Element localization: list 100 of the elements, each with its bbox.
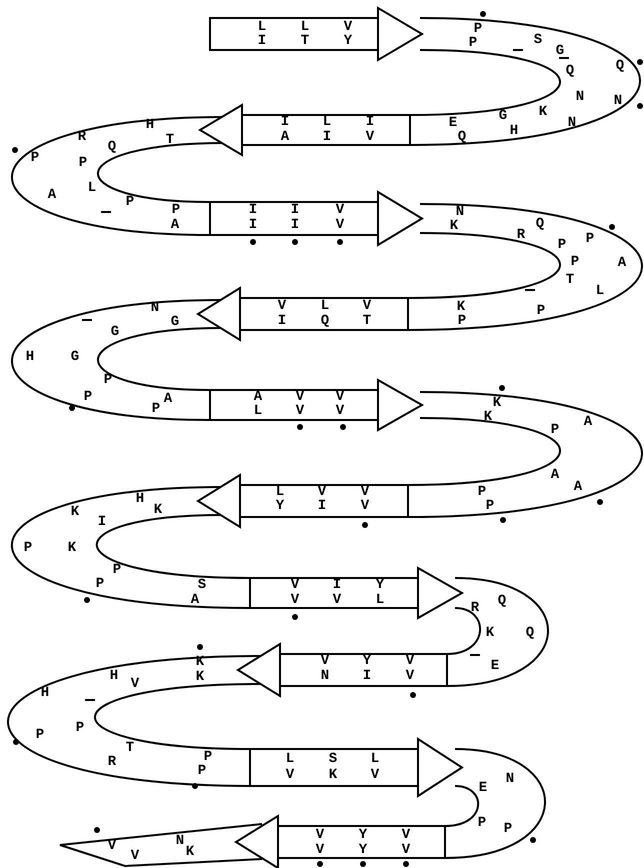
residue-letter: I (98, 515, 106, 529)
residue-letter: T (362, 314, 372, 328)
residue-letter: L (286, 752, 294, 766)
residue-letter: N (576, 90, 584, 104)
residue-letter: V (320, 654, 330, 668)
residue-letter: I (278, 314, 286, 328)
residue-letter: I (290, 218, 300, 232)
residue-letter: P (76, 721, 84, 735)
residue-letter: P (474, 22, 482, 36)
residue-letter: K (196, 670, 204, 684)
residue-letter: K (484, 410, 492, 424)
residue-letter: L (320, 299, 330, 313)
residue-letter: V (402, 843, 410, 857)
residue-letter: V (360, 499, 370, 513)
residue-letter: T (566, 273, 574, 287)
residue-letter: V (108, 839, 116, 853)
residue-letter: E (490, 659, 500, 673)
residue-letter: V (278, 299, 286, 313)
residue-letter: A (574, 480, 582, 494)
residue-letter: A (280, 130, 290, 144)
residue-letter: E (478, 781, 488, 795)
residue-letter: V (130, 849, 140, 863)
residue-letter: P (198, 764, 206, 778)
residue-letter: V (286, 768, 294, 782)
residue-letter: I (366, 115, 374, 129)
residue-letter: Y (344, 34, 352, 48)
residue-letter: N (506, 772, 514, 786)
residue-letter: L (596, 284, 604, 298)
residue-letter: A (190, 593, 200, 607)
residue-letter: L (376, 593, 384, 607)
residue-letter: V (336, 218, 344, 232)
residue-letter: L (300, 20, 310, 34)
residue-letter: Y (376, 578, 384, 592)
residue-letter: V (318, 485, 326, 499)
residue-letter: L (258, 20, 266, 34)
residue-letter: Q (108, 140, 116, 154)
residue-letter: V (360, 485, 370, 499)
residue-letter: T (300, 34, 310, 48)
residue-letter: P (550, 423, 560, 437)
residue-letter: V (290, 593, 300, 607)
residue-letter: Q (566, 64, 574, 78)
residue-letter: N (614, 94, 622, 108)
residue-letter: K (456, 300, 466, 314)
residue-letter: E (448, 116, 458, 130)
residue-letter: K (450, 219, 458, 233)
residue-letter: A (254, 390, 262, 404)
residue-letter: A (48, 188, 56, 202)
residue-letter: V (336, 404, 344, 418)
residue-letter: P (36, 728, 44, 742)
residue-letter: K (68, 541, 76, 555)
residue-letter: I (258, 34, 266, 48)
residue-letter: A (164, 392, 172, 406)
residue-letter: K (328, 768, 338, 782)
residue-letter: A (170, 218, 180, 232)
residue-letter: H (40, 686, 50, 700)
residue-letter: P (468, 36, 478, 50)
residue-letter: K (154, 503, 162, 517)
residue-letter: P (586, 232, 594, 246)
residue-letter: P (96, 577, 104, 591)
residue-letter: G (70, 350, 80, 364)
residue-letter: K (486, 626, 494, 640)
residue-letter: V (130, 677, 140, 691)
residue-letter: Y (276, 499, 284, 513)
residue-letter: K (538, 105, 548, 119)
residue-letter: Y (358, 828, 368, 842)
residue-letter: L (254, 404, 262, 418)
residue-letter: Q (526, 626, 534, 640)
residue-letter: R (470, 601, 480, 615)
residue-letter: I (318, 499, 326, 513)
residue-letter: I (248, 218, 258, 232)
residue-letter: V (344, 20, 352, 34)
residue-letter: V (402, 828, 410, 842)
residue-letter: V (336, 203, 344, 217)
residue-letter: Q (616, 59, 624, 73)
residue-letter: Y (358, 843, 368, 857)
residue-letter: V (370, 768, 380, 782)
residue-letter: V (296, 404, 304, 418)
residue-letter: N (456, 205, 464, 219)
residue-letter: V (362, 299, 372, 313)
residue-letter: V (366, 130, 374, 144)
residue-letter: H (510, 124, 518, 138)
residue-letter: P (204, 750, 212, 764)
residue-letter: I (332, 578, 342, 592)
residue-letter: S (198, 578, 206, 592)
residue-letter: I (280, 115, 290, 129)
residue-letter: P (112, 563, 122, 577)
residue-letter: P (152, 402, 160, 416)
residue-letter: R (108, 755, 116, 769)
residue-letter: V (406, 654, 414, 668)
residue-letter: P (478, 485, 486, 499)
residue-letter: A (584, 415, 592, 429)
residue-letter: I (290, 203, 300, 217)
residue-letter: K (492, 396, 502, 410)
residue-letter: Q (458, 130, 466, 144)
residue-letter: N (568, 116, 576, 130)
residue-letter: S (328, 752, 338, 766)
residue-letter: V (296, 390, 304, 404)
residue-letter: T (126, 741, 134, 755)
residue-letter: V (316, 843, 324, 857)
residue-letter: V (406, 669, 414, 683)
